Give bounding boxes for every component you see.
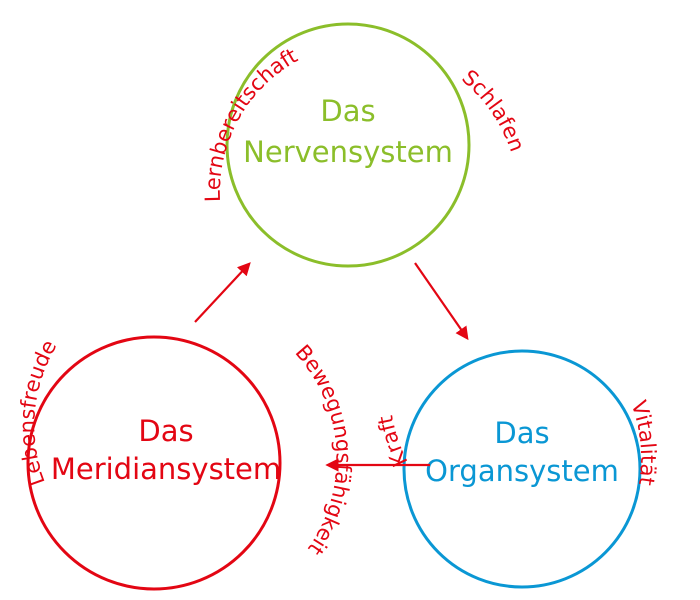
label-lernbereitschaft-path: Lernbereitschaft xyxy=(201,44,302,203)
label-bewegungsfaehigkeit-path: Bewegungsfähigkeit xyxy=(291,340,356,559)
label-lernbereitschaft: Lernbereitschaft xyxy=(201,44,302,203)
meridiansystem-title-line2: Meridiansystem xyxy=(51,452,281,486)
arrow-nerven-to-organ xyxy=(414,262,469,341)
organsystem-title-line2: Organsystem xyxy=(425,454,619,488)
meridiansystem-circle xyxy=(26,335,282,591)
label-bewegungsfaehigkeit: Bewegungsfähigkeit xyxy=(291,340,356,559)
nervensystem-title-line2: Nervensystem xyxy=(243,135,453,169)
label-vitalitaet: Vitalität xyxy=(627,398,661,487)
organsystem-circle xyxy=(402,349,642,589)
arrow-meridian-to-nerven xyxy=(194,262,251,323)
nervensystem-title-line1: Das xyxy=(320,94,375,128)
organsystem-title-line1: Das xyxy=(494,416,549,450)
nervensystem-circle xyxy=(225,22,471,268)
meridiansystem-title-line1: Das xyxy=(138,414,193,448)
label-vitalitaet-path: Vitalität xyxy=(627,398,661,487)
